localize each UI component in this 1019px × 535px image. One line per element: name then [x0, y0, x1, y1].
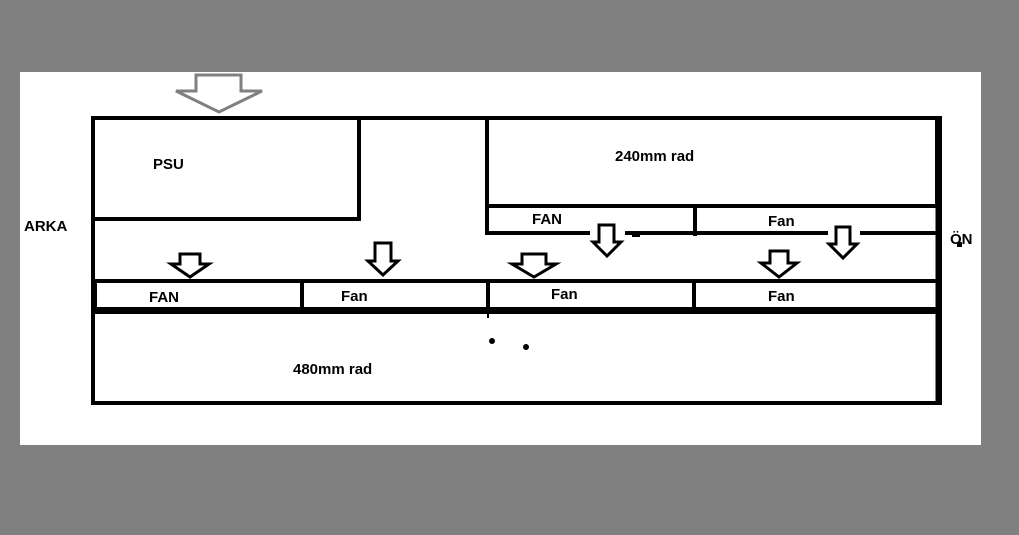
bottom-fan-row: [93, 279, 940, 311]
airflow-arrow-5-icon: [756, 249, 802, 279]
front-side-label: ÖN: [950, 231, 973, 248]
radiator-240-box: [485, 116, 939, 208]
top-fan-label-2: Fan: [768, 213, 795, 230]
bottom-fan-label-4: Fan: [768, 288, 795, 305]
radiator-240-label: 240mm rad: [615, 148, 694, 165]
psu-intake-arrow-icon: [175, 73, 263, 114]
case-outline: [91, 116, 942, 405]
airflow-arrow-4-icon: [589, 223, 625, 259]
airflow-arrow-2-icon: [364, 241, 402, 278]
bottom-fan-label-3: Fan: [551, 286, 578, 303]
psu-label: PSU: [153, 156, 184, 173]
radiator-480-label: 480mm rad: [293, 361, 372, 378]
airflow-arrow-6-icon: [825, 225, 861, 261]
airflow-arrow-3-icon: [506, 252, 562, 279]
psu-box: [91, 116, 361, 221]
airflow-arrow-1-icon: [166, 252, 214, 279]
back-side-label: ARKA: [24, 218, 67, 235]
bottom-fan-label-2: Fan: [341, 288, 368, 305]
bottom-fan-label-1: FAN: [149, 289, 179, 306]
top-fan-label-1: FAN: [532, 211, 562, 228]
top-fan-strip: [485, 206, 937, 235]
